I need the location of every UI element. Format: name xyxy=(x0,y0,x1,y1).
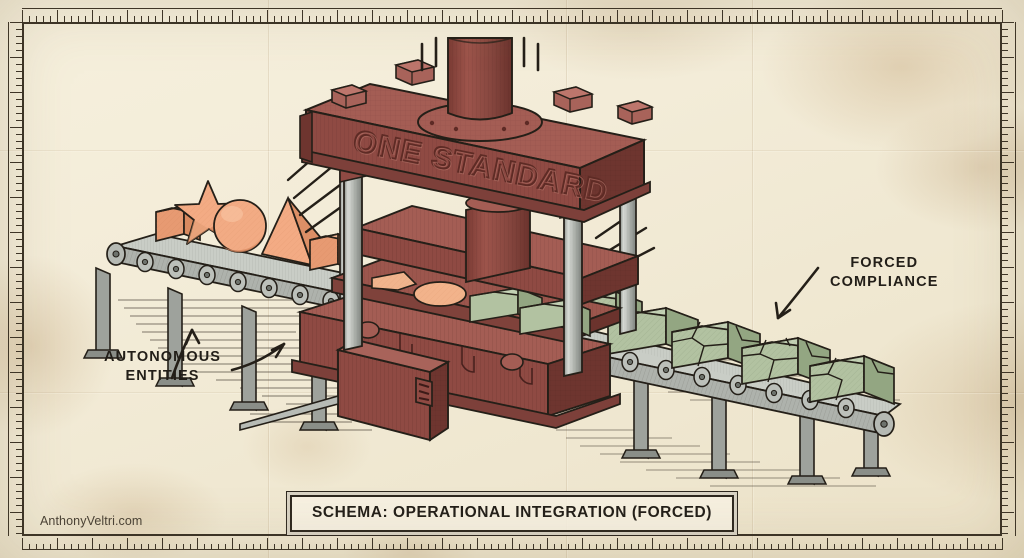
paper-fold xyxy=(752,0,754,558)
title-plate: SCHEMA: OPERATIONAL INTEGRATION (FORCED) xyxy=(289,495,735,532)
control-rod xyxy=(239,394,339,432)
annotation-line: ENTITIES xyxy=(125,368,200,385)
annotation-arrow-left xyxy=(170,328,286,380)
output-conveyor[interactable] xyxy=(555,290,903,486)
conveyor-leg xyxy=(82,266,124,360)
press-ram-cylinder xyxy=(417,37,543,142)
annotation-autonomous-entities: AUTONOMOUS ENTITIES xyxy=(104,348,221,386)
ruler-right xyxy=(1002,22,1016,536)
annotation-arrow-right xyxy=(774,266,820,320)
conveyor-leg xyxy=(698,374,740,480)
title-plate-label: SCHEMA: OPERATIONAL INTEGRATION (FORCED) xyxy=(311,504,713,521)
conveyor-item-sphere xyxy=(213,199,267,253)
motion-lines-top xyxy=(420,36,540,72)
annotation-line: AUTONOMOUS xyxy=(104,349,222,365)
crack-lines xyxy=(741,337,831,383)
crack-lines xyxy=(809,357,895,401)
annotation-line: FORCED xyxy=(850,255,919,271)
conveyor-leg xyxy=(228,304,270,412)
conveyor-item-block xyxy=(809,354,895,406)
hydraulic-press[interactable]: ONE STANDARD ONE STANDARD xyxy=(239,37,655,442)
annotation-line: COMPLIANCE xyxy=(830,274,939,291)
page-frame xyxy=(22,22,1002,536)
press-bolt xyxy=(393,59,437,86)
crush-zone xyxy=(371,271,591,338)
input-conveyor[interactable] xyxy=(82,180,397,432)
crack-lines xyxy=(671,321,761,367)
ruler-top xyxy=(22,8,1003,22)
press-bolt xyxy=(615,100,655,125)
credit-label: AnthonyVeltri.com xyxy=(40,514,143,528)
press-bolt xyxy=(551,86,595,113)
press-motor-housing[interactable] xyxy=(239,338,451,442)
press-bolt xyxy=(329,84,369,109)
ruler-left xyxy=(8,22,22,536)
annotation-forced-compliance: FORCED COMPLIANCE xyxy=(830,254,938,292)
vent-grille xyxy=(415,376,433,408)
ruler-bottom xyxy=(22,536,1003,550)
